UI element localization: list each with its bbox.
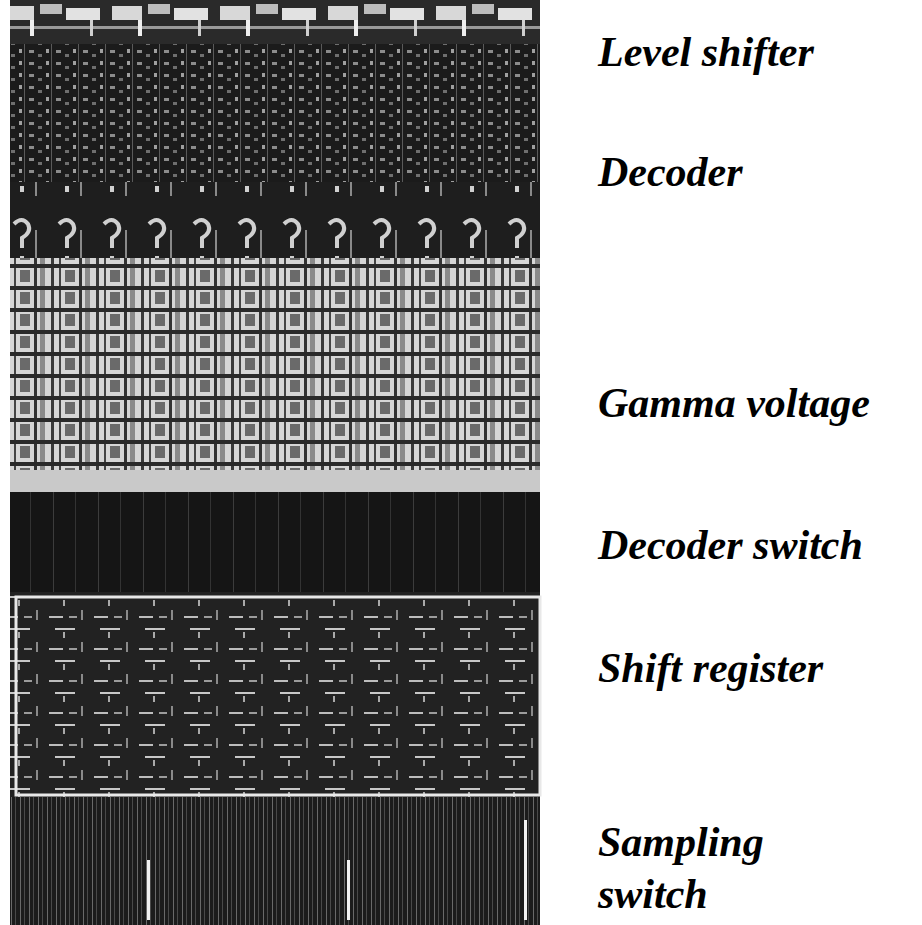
gamma-bus: [10, 470, 540, 492]
region-label: Decoder switch: [598, 519, 863, 572]
gamma-voltage-area: [10, 258, 540, 470]
region-label: Gamma voltage: [598, 377, 870, 430]
sampling-line: [347, 860, 350, 920]
sampling-line: [147, 860, 150, 920]
decoder-area: [10, 44, 540, 182]
region-label: Sampling switch: [598, 816, 828, 921]
decoder-output-area: [10, 182, 540, 258]
shift-register-area: [10, 592, 540, 797]
sampling-line: [524, 820, 527, 920]
chip-micrograph: [0, 0, 545, 925]
shift-register-frame: [16, 597, 540, 795]
sampling-switch-area: [10, 797, 540, 925]
region-label: Decoder: [598, 146, 743, 199]
region-label: Level shifter: [598, 26, 814, 79]
level-shifter-area: [10, 0, 540, 44]
decoder-switch-area: [10, 492, 540, 592]
region-label: Shift register: [598, 642, 823, 695]
